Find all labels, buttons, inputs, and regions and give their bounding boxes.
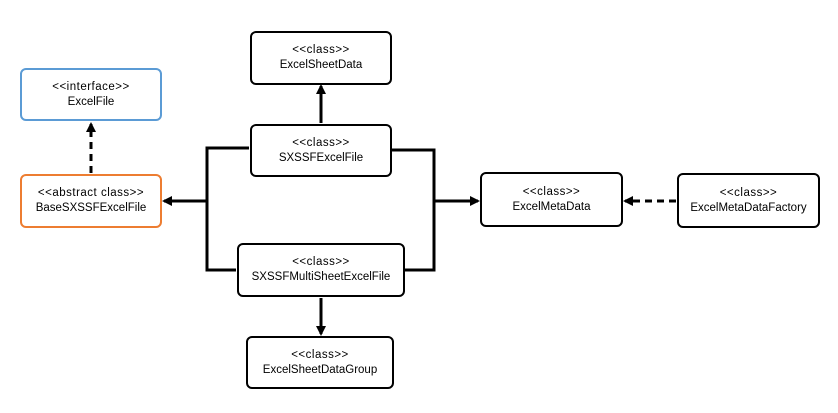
- node-name: ExcelMetaData: [512, 200, 591, 213]
- node-name: SXSSFExcelFile: [278, 151, 364, 164]
- edge-left-bracket: [205, 146, 249, 272]
- node-stereotype: <<class>>: [292, 136, 350, 149]
- node-sxssf-excel-file: <<class>> SXSSFExcelFile: [250, 124, 392, 177]
- node-excel-file: <<interface>> ExcelFile: [20, 68, 162, 121]
- node-stereotype: <<class>>: [291, 348, 349, 361]
- node-base-sxssf-excel-file: <<abstract class>> BaseSXSSFExcelFile: [20, 174, 162, 228]
- node-name: BaseSXSSFExcelFile: [35, 202, 147, 214]
- edge-right-bracket: [392, 148, 436, 272]
- node-stereotype: <<interface>>: [52, 80, 130, 93]
- node-name: ExcelSheetDataGroup: [262, 363, 378, 376]
- node-excel-sheet-data: <<class>> ExcelSheetData: [250, 31, 392, 85]
- node-stereotype: <<class>>: [719, 186, 778, 199]
- node-excel-sheet-data-group: <<class>> ExcelSheetDataGroup: [246, 336, 394, 389]
- node-stereotype: <<class>>: [292, 44, 350, 56]
- node-stereotype: <<class>>: [292, 256, 350, 268]
- node-name: ExcelMetaDataFactory: [690, 201, 807, 214]
- node-excel-meta-data-factory: <<class>> ExcelMetaDataFactory: [677, 173, 820, 228]
- node-sxssf-multi-sheet-excel-file: <<class>> SXSSFMultiSheetExcelFile: [237, 243, 405, 297]
- node-name: ExcelSheetData: [279, 59, 363, 71]
- node-name: ExcelFile: [67, 95, 115, 108]
- node-stereotype: <<class>>: [522, 185, 581, 198]
- node-stereotype: <<abstract class>>: [37, 187, 145, 199]
- node-excel-meta-data: <<class>> ExcelMetaData: [480, 172, 623, 227]
- node-name: SXSSFMultiSheetExcelFile: [251, 271, 391, 283]
